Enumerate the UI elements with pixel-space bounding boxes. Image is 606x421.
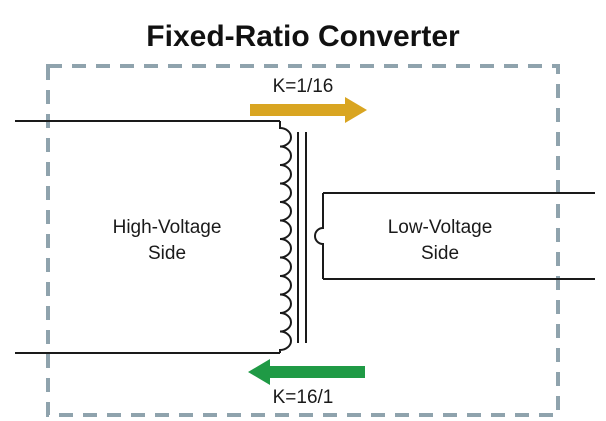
primary-winding [279, 121, 292, 353]
reverse-arrow-icon [248, 359, 365, 385]
reverse-ratio-label: K=16/1 [273, 387, 334, 408]
secondary-winding [314, 193, 324, 279]
high-side-label-line2: Side [148, 243, 186, 264]
forward-ratio-label: K=1/16 [273, 76, 334, 97]
converter-boundary [46, 64, 560, 417]
forward-arrow-icon [250, 97, 367, 123]
low-side-label-line2: Side [421, 243, 459, 264]
diagram-title: Fixed-Ratio Converter [146, 20, 460, 53]
high-side-label-line1: High-Voltage [113, 217, 222, 238]
low-side-label-line1: Low-Voltage [388, 217, 493, 238]
